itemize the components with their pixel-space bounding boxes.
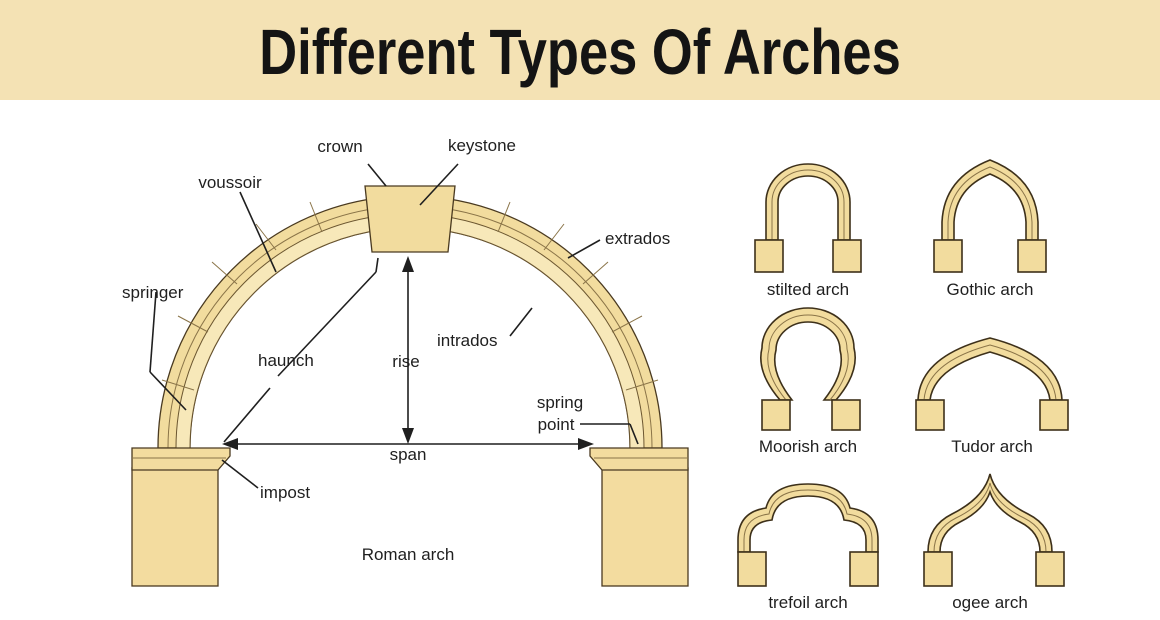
left-impost-block (131, 447, 231, 471)
trefoil-arch: trefoil arch (737, 483, 879, 612)
label-moorish-arch: Moorish arch (759, 437, 857, 456)
moorish-arch: Moorish arch (759, 307, 861, 456)
label-keystone: keystone (448, 136, 516, 155)
roman-arch: crown keystone voussoir extrados springe… (122, 136, 689, 587)
right-impost-block (589, 447, 689, 471)
gothic-arch: Gothic arch (933, 159, 1047, 299)
label-haunch: haunch (258, 351, 314, 370)
label-impost: impost (260, 483, 310, 502)
stilted-arch: stilted arch (754, 163, 862, 299)
tudor-arch: Tudor arch (915, 337, 1069, 456)
label-gothic-arch: Gothic arch (947, 280, 1034, 299)
ogee-arch: ogee arch (923, 473, 1065, 612)
label-spring-line1: spring (537, 393, 583, 412)
label-intrados: intrados (437, 331, 497, 350)
label-spring-line2: point (538, 415, 575, 434)
title-banner (0, 0, 1160, 100)
right-pier (601, 467, 689, 587)
label-span: span (390, 445, 427, 464)
label-springer: springer (122, 283, 184, 302)
label-extrados: extrados (605, 229, 670, 248)
keystone-block (364, 185, 456, 253)
label-ogee-arch: ogee arch (952, 593, 1028, 612)
label-tudor-arch: Tudor arch (951, 437, 1033, 456)
label-crown: crown (317, 137, 362, 156)
label-stilted-arch: stilted arch (767, 280, 849, 299)
roman-arch-caption: Roman arch (362, 545, 455, 564)
label-voussoir: voussoir (198, 173, 262, 192)
label-trefoil-arch: trefoil arch (768, 593, 847, 612)
left-pier (131, 467, 219, 587)
label-rise: rise (392, 352, 419, 371)
page-title: Different Types Of Arches (259, 16, 901, 88)
